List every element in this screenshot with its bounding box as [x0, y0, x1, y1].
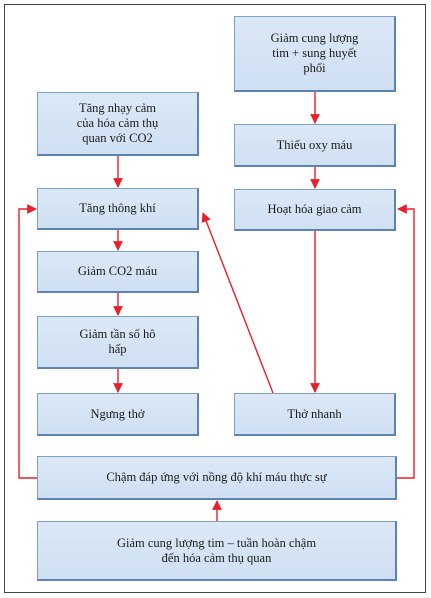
node-thieu-oxy-mau: Thiếu oxy máu	[234, 124, 396, 167]
node-label: Thở nhanh	[287, 406, 342, 421]
node-label: Giảm cung lượng tim + sung huyết phổi	[270, 31, 359, 75]
node-label: Giảm cung lượng tim – tuần hoàn chậm đến…	[116, 535, 317, 565]
node-label: Tăng thông khí	[79, 201, 156, 215]
node-label: Thiếu oxy máu	[276, 137, 353, 152]
node-label: Giảm CO2 máu	[77, 264, 158, 278]
node-label: Ngưng thở	[90, 406, 145, 421]
node-giam-tan-so-ho-hap: Giảm tần số hô hấp	[37, 316, 199, 369]
node-tang-thong-khi: Tăng thông khí	[37, 188, 199, 230]
node-giam-cung-luong-tim-tuan-hoan-cham: Giảm cung lượng tim – tuần hoàn chậm đến…	[37, 521, 397, 581]
node-label: Giảm tần số hô hấp	[79, 327, 156, 356]
node-giam-co2-mau: Giảm CO2 máu	[37, 251, 199, 293]
node-hoat-hoa-giao-cam: Hoạt hóa giao cảm	[234, 189, 396, 231]
node-tho-nhanh: Thở nhanh	[234, 393, 396, 436]
node-tang-nhay-cam-hoa-cam-thu-quan: Tăng nhạy cảm của hóa cảm thụ quan với C…	[37, 92, 199, 156]
node-label: Hoạt hóa giao cảm	[267, 202, 362, 216]
node-cham-dap-ung-khi-mau: Chậm đáp ứng với nồng độ khí máu thực sự	[37, 456, 397, 500]
node-giam-cung-luong-tim-sung-huyet-phoi: Giảm cung lượng tim + sung huyết phổi	[234, 16, 396, 92]
node-label: Chậm đáp ứng với nồng độ khí máu thực sự	[106, 470, 327, 484]
node-ngung-tho: Ngưng thở	[37, 393, 199, 436]
node-label: Tăng nhạy cảm của hóa cảm thụ quan với C…	[76, 101, 159, 145]
